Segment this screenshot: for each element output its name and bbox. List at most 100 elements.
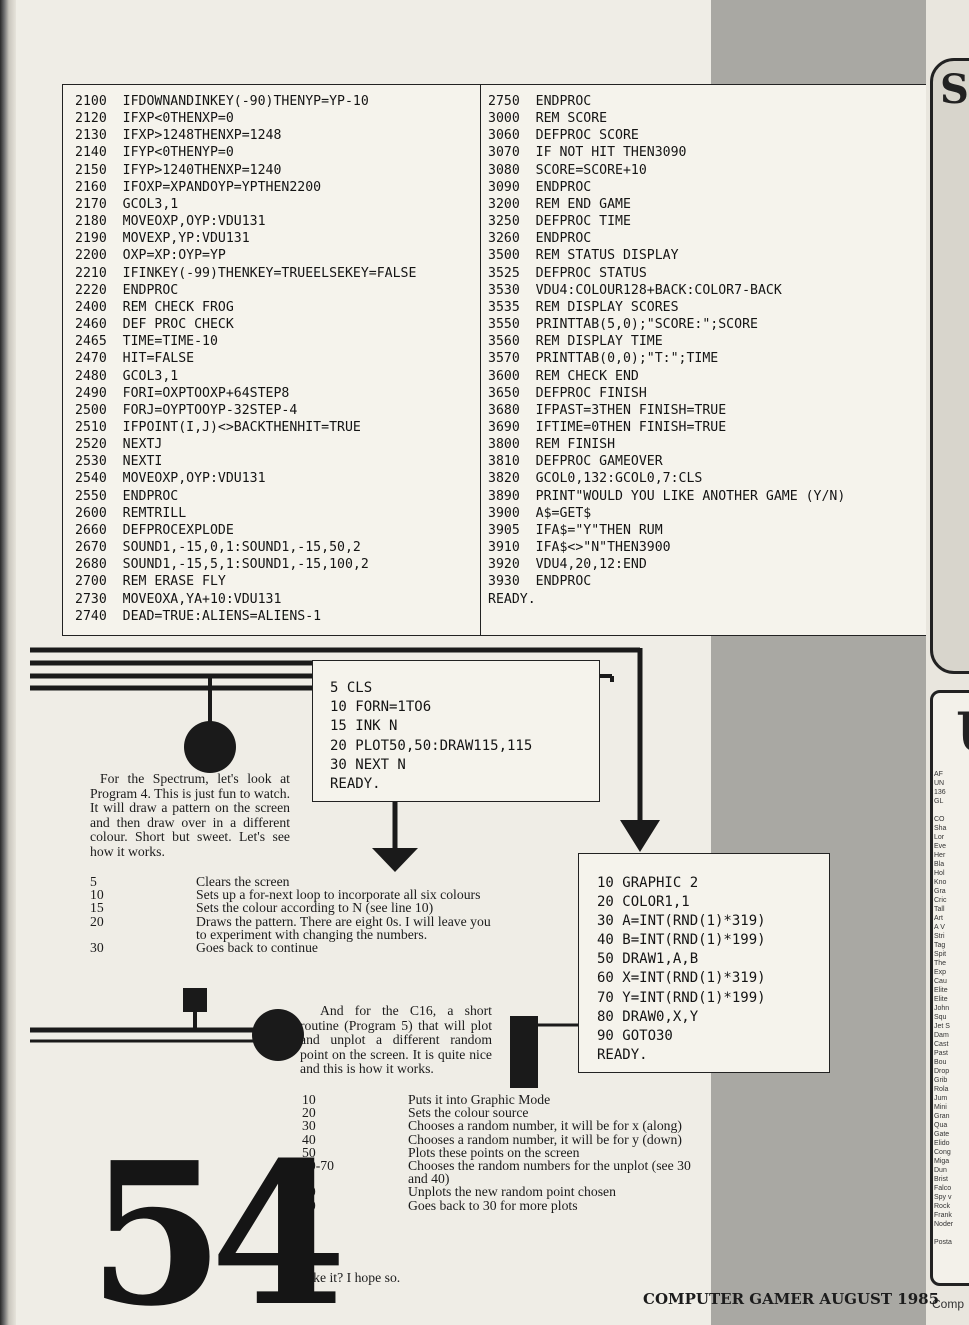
- magazine-footer: COMPUTER GAMER AUGUST 1985: [643, 1290, 940, 1308]
- code-line: 2160 IFOXP=XPANDOYP=YPTHEN2200: [75, 179, 322, 195]
- line-description: Puts it into Graphic Mode: [408, 1092, 551, 1107]
- code-line: 3530 VDU4:COLOUR128+BACK:COLOR7-BACK: [488, 282, 782, 298]
- edge-footer-text: Comp: [932, 1297, 965, 1311]
- code-line: 2660 DEFPROCEXPLODE: [75, 522, 234, 538]
- c16-intro: And for the C16, a short routine (Progra…: [300, 1003, 492, 1077]
- code-line: 3820 GCOL0,132:GCOL0,7:CLS: [488, 471, 703, 487]
- code-line: 3000 REM SCORE: [488, 111, 608, 127]
- code-line: 2680 SOUND1,-15,5,1:SOUND1,-15,100,2: [75, 557, 369, 573]
- code-line: 2730 MOVEOXA,YA+10:VDU131: [75, 591, 282, 607]
- circle-node-bottom: [252, 1009, 304, 1061]
- line-description: Sets the colour source: [408, 1105, 529, 1121]
- code-line: 50 DRAW1,A,B: [597, 951, 699, 968]
- code-line: 3080 SCORE=SCORE+10: [488, 162, 647, 178]
- code-line: 2100 IFDOWNANDINKEY(-90)THENYP=YP-10: [75, 94, 369, 109]
- spectrum-intro: For the Spectrum, let's look at Program …: [90, 771, 290, 859]
- code-line: 2540 MOVEOXP,OYP:VDU131: [75, 471, 266, 487]
- c16-line-table: 10 Puts it into Graphic Mode 20 Sets the co…: [300, 1092, 704, 1213]
- line-number: 60-70: [302, 1158, 334, 1174]
- line-description: Clears the screen: [196, 874, 290, 889]
- line-number: 10: [90, 887, 104, 903]
- line-description: Goes back to 30 for more plots: [408, 1197, 578, 1213]
- code-line: 20 PLOT50,50:DRAW115,115: [330, 737, 533, 754]
- arrow-down-program4: [372, 848, 418, 872]
- line-explanation-row: 40 Chooses a random number, it will be fo…: [300, 1131, 704, 1147]
- code-line: 2200 OXP=XP:OYP=YP: [75, 248, 226, 264]
- code-line: 2480 GCOL3,1: [75, 368, 179, 384]
- line-explanation-row: 20 Draws the pattern. There are eight 0s.…: [88, 913, 492, 942]
- cartoon-panel-edge: [930, 58, 969, 674]
- line-explanation-row: 5 Clears the screen: [88, 874, 492, 889]
- line-description: Plots these points on the screen: [408, 1144, 580, 1160]
- code-line: 3260 ENDPROC: [488, 231, 592, 247]
- code-line: 2460 DEF PROC CHECK: [75, 317, 234, 333]
- code-line: 30 NEXT N: [330, 756, 406, 773]
- code-line: 2750 ENDPROC: [488, 94, 592, 109]
- line-number: 20: [90, 913, 104, 929]
- code-line: 3690 IFTIME=0THEN FINISH=TRUE: [488, 419, 727, 435]
- line-number: 40: [302, 1131, 316, 1147]
- code-line: 60 X=INT(RND(1)*319): [597, 970, 766, 987]
- page-number: 54: [88, 1120, 347, 1325]
- code-line: 90 GOTO30: [597, 1027, 673, 1044]
- line-number: 30: [302, 1118, 316, 1134]
- code-line: 3500 REM STATUS DISPLAY: [488, 248, 679, 264]
- code-line: 3070 IF NOT HIT THEN3090: [488, 145, 687, 161]
- line-description: Chooses a random number, it will be for …: [408, 1118, 682, 1134]
- code-line: 2600 REMTRILL: [75, 505, 187, 521]
- line-number: 20: [302, 1105, 316, 1121]
- code-line: 2220 ENDPROC: [75, 282, 179, 298]
- line-number: 10: [302, 1092, 316, 1107]
- line-description: Goes back to continue: [196, 940, 319, 956]
- line-description: Chooses a random number, it will be for …: [408, 1131, 682, 1147]
- code-line: 2470 HIT=FALSE: [75, 351, 195, 367]
- code-line: 2520 NEXTJ: [75, 437, 163, 453]
- code-line: 2210 IFINKEY(-99)THENKEY=TRUEELSEKEY=FAL…: [75, 265, 417, 281]
- line-number: 15: [90, 900, 104, 916]
- code-line: 2400 REM CHECK FROG: [75, 299, 234, 315]
- code-line: 2530 NEXTI: [75, 454, 163, 470]
- square-node-left: [183, 988, 207, 1012]
- code-line: 3930 ENDPROC: [488, 574, 592, 590]
- code-line: 3900 A$=GET$: [488, 505, 592, 521]
- square-node-right: [510, 1016, 538, 1088]
- code-line: 2670 SOUND1,-15,0,1:SOUND1,-15,50,2: [75, 540, 361, 556]
- code-line: 30 A=INT(RND(1)*319): [597, 913, 766, 930]
- code-line: 3910 IFA$<>"N"THEN3900: [488, 540, 671, 556]
- code-line: 3090 ENDPROC: [488, 179, 592, 195]
- code-line: 70 Y=INT(RND(1)*199): [597, 989, 766, 1006]
- code-line: READY.: [330, 776, 381, 793]
- code-line: 3250 DEFPROC TIME: [488, 214, 631, 230]
- line-number: 5: [90, 874, 97, 889]
- code-line: 3550 PRINTTAB(5,0);"SCORE:";SCORE: [488, 317, 758, 333]
- line-description: Sets the colour according to N (see line…: [196, 900, 434, 916]
- line-explanation-row: 30 Chooses a random number, it will be fo…: [300, 1118, 704, 1134]
- listing-right: 2750 ENDPROC 3000 REM SCORE 3060 DEFPROC…: [488, 93, 926, 608]
- program4-listing: 5 CLS 10 FORN=1TO6 15 INK N 20 PLOT50,50…: [330, 679, 599, 794]
- code-line: 2130 IFXP>1248THENXP=1248: [75, 128, 282, 144]
- code-line: 3535 REM DISPLAY SCORES: [488, 299, 679, 315]
- listing-left-box: 2100 IFDOWNANDINKEY(-90)THENYP=YP-10 212…: [62, 84, 480, 636]
- code-line: 2180 MOVEOXP,OYP:VDU131: [75, 214, 266, 230]
- listing-left: 2100 IFDOWNANDINKEY(-90)THENYP=YP-10 212…: [75, 93, 480, 625]
- code-line: 2465 TIME=TIME-10: [75, 334, 218, 350]
- code-line: 15 INK N: [330, 718, 398, 735]
- code-line: 80 DRAW0,X,Y: [597, 1008, 699, 1025]
- code-line: 3570 PRINTTAB(0,0);"T:";TIME: [488, 351, 719, 367]
- line-explanation-row: 10 Puts it into Graphic Mode: [300, 1092, 704, 1107]
- code-line: 2700 REM ERASE FLY: [75, 574, 226, 590]
- code-line: 2140 IFYP<0THENYP=0: [75, 145, 234, 161]
- line-explanation-row: 80 Unplots the new random point chosen: [300, 1184, 704, 1200]
- line-number: 80: [302, 1184, 316, 1200]
- edge-letter-mid: U: [956, 700, 969, 764]
- line-description: Unplots the new random point chosen: [408, 1184, 616, 1200]
- line-description: Draws the pattern. There are eight 0s. I…: [196, 913, 491, 942]
- arrow-down-program5: [620, 820, 660, 852]
- code-line: 3680 IFPAST=3THEN FINISH=TRUE: [488, 402, 727, 418]
